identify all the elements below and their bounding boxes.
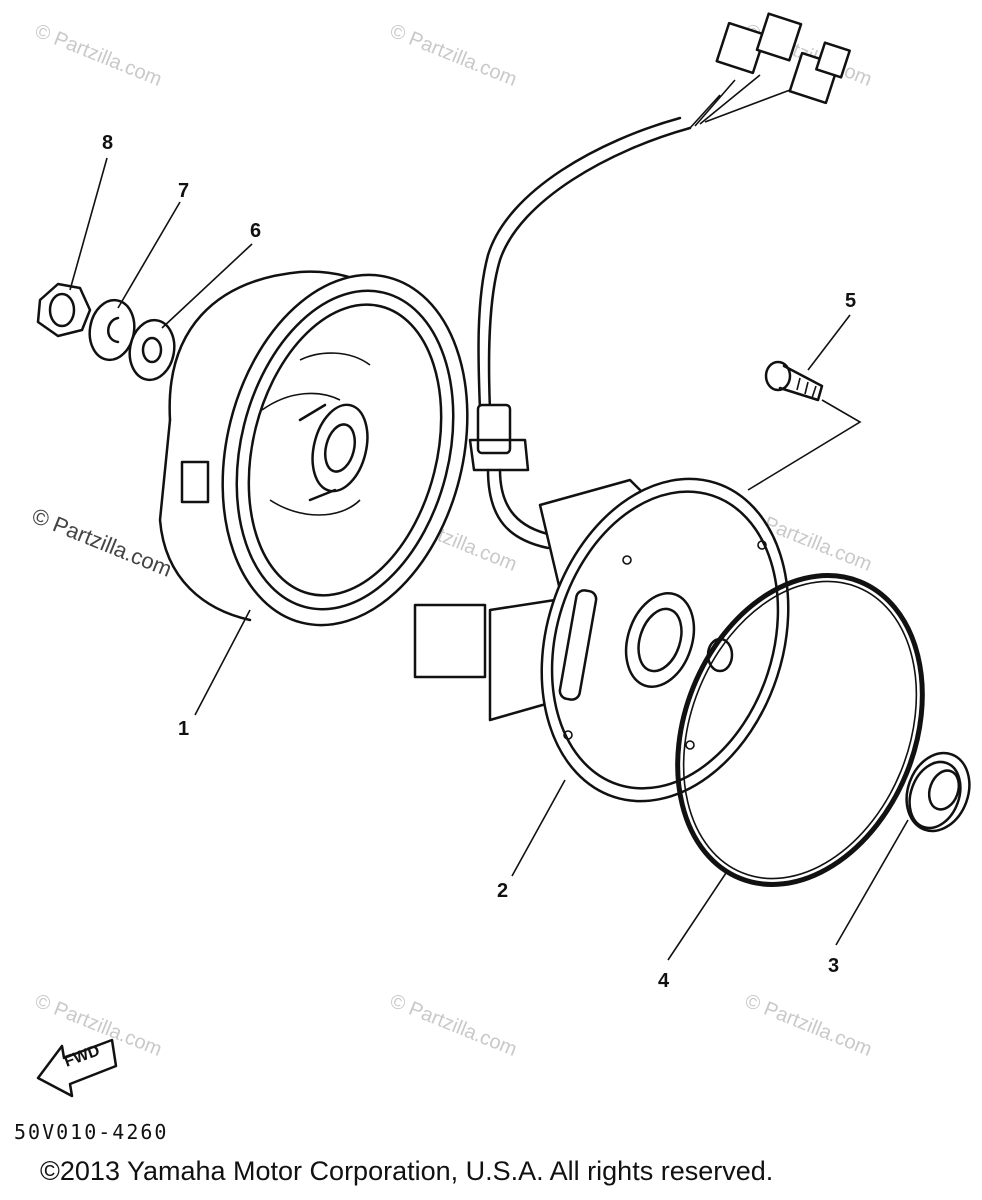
oil-seal: [905, 751, 971, 833]
flywheel-rotor: [158, 270, 469, 627]
callout-part-5: 5: [845, 290, 857, 312]
drawing-code: 50V010-4260: [14, 1120, 169, 1144]
fwd-arrow-icon: [36, 1038, 118, 1098]
o-ring: [675, 573, 925, 887]
callout-part-2: 2: [497, 880, 509, 902]
stator-assembly: [413, 477, 790, 803]
callout-part-6: 6: [250, 220, 262, 242]
callout-part-8: 8: [102, 132, 114, 154]
leader-lines: [69, 157, 909, 961]
copyright-notice: ©2013 Yamaha Motor Corporation, U.S.A. A…: [40, 1156, 774, 1186]
nut-and-washers: [36, 282, 176, 382]
callout-part-1: 1: [178, 718, 190, 740]
wire-harness: [468, 12, 851, 550]
bolt: [747, 360, 862, 491]
callout-part-4: 4: [658, 970, 670, 992]
callout-part-3: 3: [828, 955, 840, 977]
callout-part-7: 7: [178, 180, 190, 202]
